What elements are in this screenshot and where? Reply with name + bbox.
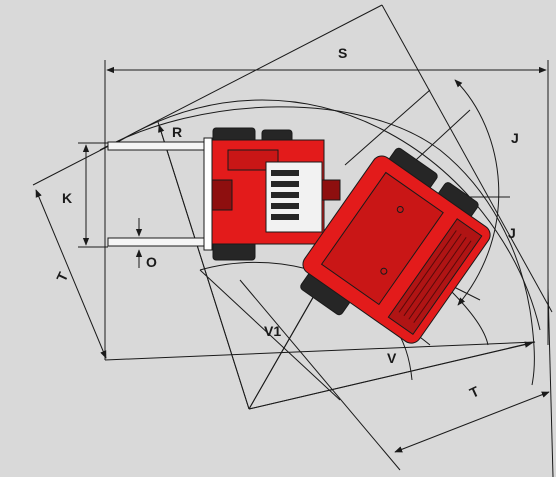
envelope-line-top-right: [547, 287, 554, 477]
dim-t-left: [35, 189, 107, 359]
label-k: K: [62, 190, 72, 206]
label-j-lower: J: [508, 225, 516, 241]
counterweight-arc: [449, 289, 489, 346]
pivot-upper: [396, 205, 404, 213]
rear-engine-cover: [320, 171, 444, 306]
counterweight-grille: [398, 230, 472, 323]
label-j-upper: J: [511, 130, 519, 146]
label-v1: V1: [264, 323, 281, 339]
centre-baseline: [104, 341, 536, 361]
dim-v: [248, 341, 533, 410]
front-chassis: [211, 127, 341, 261]
pivot-lower: [380, 267, 388, 275]
fork-carriage: [203, 137, 213, 251]
dim-t-bottom: [394, 391, 550, 453]
fork-upper: [107, 141, 209, 151]
cab-slats: [271, 170, 299, 220]
label-o: O: [146, 254, 157, 270]
label-t-bottom: T: [467, 383, 482, 401]
dim-v1: [248, 284, 321, 410]
front-body-shade: [211, 179, 233, 211]
fork-lower: [107, 237, 209, 247]
dim-r: [158, 124, 250, 410]
envelope-line-left: [32, 4, 383, 186]
pallet-forks: [107, 137, 213, 251]
articulation-diagonal: [239, 279, 401, 471]
rear-chassis: [300, 147, 491, 344]
clearance-arc: [109, 99, 541, 331]
dim-j-arc: [454, 79, 500, 306]
body-offset-line: [199, 269, 341, 401]
articulation-joint: [321, 179, 341, 201]
label-v: V: [387, 350, 397, 366]
label-t-left: T: [53, 269, 71, 284]
label-s: S: [338, 45, 347, 61]
dimension-lines: [35, 66, 550, 453]
label-r: R: [172, 124, 182, 140]
envelope-line-right: [381, 4, 553, 313]
rear-axis-line: [344, 89, 431, 166]
dimension-labels: S J J R K O T T V1 V: [53, 45, 519, 401]
